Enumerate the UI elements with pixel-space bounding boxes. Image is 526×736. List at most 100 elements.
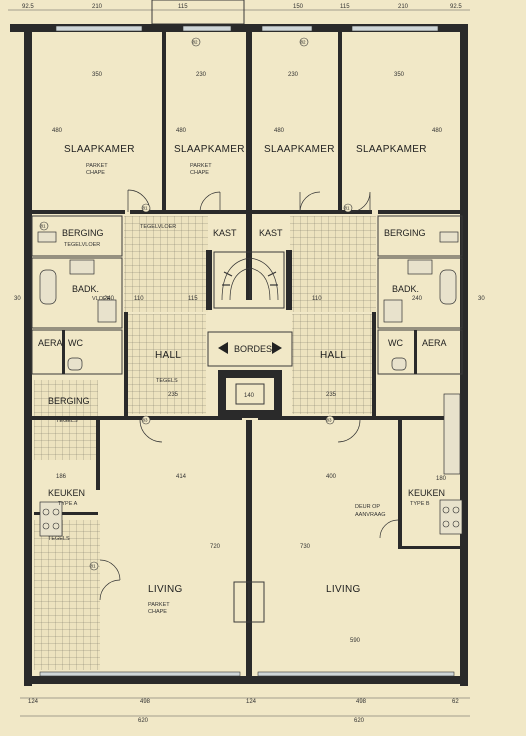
room-kast-right: KAST <box>259 228 283 238</box>
halls: HALL HALL TEGELS 235 235 <box>124 312 376 443</box>
room-hall-left: HALL <box>155 350 181 361</box>
dim-top-6: 115 <box>340 4 350 10</box>
tegels-lower-left: TEGELS <box>56 418 78 424</box>
room-slaapkamer-2: SLAAPKAMER <box>174 144 245 155</box>
dim-mid-5: 110 <box>134 296 144 302</box>
dim-kitchen-row-4: 180 <box>436 476 447 482</box>
room-slaapkamer-4: SLAAPKAMER <box>356 144 427 155</box>
room-wc-left: WC <box>68 338 83 348</box>
room-living-left: LIVING <box>148 584 183 595</box>
dim-mid-13: 30 <box>478 296 485 302</box>
dim-kitchen-row-3: 400 <box>326 474 337 480</box>
living-rooms: LIVING PARKET CHAPE LIVING 414 400 186 1… <box>56 474 447 644</box>
dim-top-2: 210 <box>92 4 103 10</box>
room-living-right: LIVING <box>326 584 361 595</box>
code-82-a: 82 <box>193 40 199 45</box>
room-aera-left: AERA <box>38 338 63 348</box>
dim-hall-left: 235 <box>168 392 179 398</box>
living-walls <box>32 416 462 676</box>
floor-label-chape-1: CHAPE <box>86 170 105 176</box>
dim-mid-9: 110 <box>312 296 322 302</box>
dim-bottom-total-left: 620 <box>138 718 149 724</box>
bedrooms: SLAAPKAMER SLAAPKAMER SLAAPKAMER SLAAPKA… <box>52 72 443 176</box>
dim-bottom-1: 124 <box>28 699 39 705</box>
code-81-a: 81 <box>41 224 47 229</box>
left-service-block <box>31 215 123 375</box>
dim-hall-right: 235 <box>326 392 337 398</box>
dim-bedroom-1-depth: 480 <box>52 128 63 134</box>
dim-bottom-3: 124 <box>246 699 257 705</box>
dim-bottom-4: 498 <box>356 699 367 705</box>
dim-top-7: 210 <box>398 4 409 10</box>
dim-top-8: 92.5 <box>450 4 462 10</box>
bedroom-walls <box>30 30 468 300</box>
code-81-b: 81 <box>143 206 149 211</box>
dim-bedroom-1-width: 350 <box>92 72 103 78</box>
dim-top-5: 150 <box>293 4 304 10</box>
door-code-markers: 81 81 81 83 83 82 82 81 <box>39 37 353 571</box>
dim-bottom-2: 498 <box>140 699 151 705</box>
lift-shaft: 140 <box>218 370 282 418</box>
tegelvloer-center: TEGELVLOER <box>140 224 176 230</box>
vloer-label: VLOER <box>92 296 111 302</box>
dim-bottom-5: 62 <box>452 699 459 705</box>
floor-label-chape-2: CHAPE <box>190 170 209 176</box>
stairwell <box>206 250 292 310</box>
bottom-dimension-line: 124 498 124 498 62 620 620 <box>20 697 470 724</box>
tegelvloer-left: TEGELVLOER <box>64 242 100 248</box>
code-82-b: 82 <box>301 40 307 45</box>
dim-living-depth-right: 730 <box>300 544 311 550</box>
bordes-label: BORDES <box>234 344 272 354</box>
room-aera-right: AERA <box>422 338 447 348</box>
dim-bedroom-2-width: 230 <box>196 72 207 78</box>
dim-mid-3: 240 <box>104 296 115 302</box>
dim-mid-1: 30 <box>14 296 21 302</box>
aanvraag-label: AANVRAAG <box>355 512 386 518</box>
room-berging-right: BERGING <box>384 228 426 238</box>
dim-bedroom-4-depth: 480 <box>432 128 443 134</box>
code-81-c: 81 <box>345 206 351 211</box>
tegels-kitchen-left: TEGELS <box>48 536 70 542</box>
windows-bottom <box>39 671 455 677</box>
dim-lift: 140 <box>244 393 255 399</box>
room-wc-right: WC <box>388 338 403 348</box>
middle-dimension-row: 30 240 110 115 110 240 30 <box>14 296 485 302</box>
windows-top <box>55 25 439 32</box>
kitchens: KEUKEN TYPE A TEGELS KEUKEN TYPE B DEUR … <box>39 393 463 542</box>
room-keuken-left: KEUKEN <box>48 488 85 498</box>
top-dimension-line: 92.5 210 115 150 115 210 92.5 <box>8 4 470 11</box>
type-b-label: TYPE B <box>410 501 430 507</box>
dim-living-width: 590 <box>350 638 361 644</box>
floor-label-parket-1: PARKET <box>86 163 108 169</box>
dim-bedroom-4-width: 350 <box>394 72 405 78</box>
dim-mid-7: 115 <box>188 296 198 302</box>
service-labels: BERGING TEGELVLOER TEGELVLOER KAST KAST … <box>38 224 447 424</box>
code-83-b: 83 <box>327 418 333 423</box>
dim-bottom-total-right: 620 <box>354 718 365 724</box>
dim-living-depth-left: 720 <box>210 544 221 550</box>
dim-kitchen-row-1: 186 <box>56 474 67 480</box>
room-hall-right: HALL <box>320 350 346 361</box>
right-service-block <box>377 215 463 375</box>
bedroom-doors <box>127 189 371 213</box>
room-badk-left: BADK. <box>72 284 99 294</box>
type-a-label: TYPE A <box>58 501 78 507</box>
room-slaapkamer-1: SLAAPKAMER <box>64 144 135 155</box>
dim-mid-11: 240 <box>412 296 423 302</box>
living-chape: CHAPE <box>148 609 167 615</box>
room-slaapkamer-3: SLAAPKAMER <box>264 144 335 155</box>
floor-label-parket-2: PARKET <box>190 163 212 169</box>
landing-bordes: BORDES <box>207 331 293 367</box>
room-badk-right: BADK. <box>392 284 419 294</box>
code-83-a: 83 <box>143 418 149 423</box>
dim-top-1: 92.5 <box>22 4 34 10</box>
exterior-walls <box>10 24 468 686</box>
deur-op-label: DEUR OP <box>355 504 380 510</box>
dim-bedroom-2-depth: 480 <box>176 128 187 134</box>
room-berging-lower: BERGING <box>48 396 90 406</box>
room-kast-left: KAST <box>213 228 237 238</box>
room-keuken-right: KEUKEN <box>408 488 445 498</box>
dim-bedroom-3-depth: 480 <box>274 128 285 134</box>
dim-top-3: 115 <box>178 4 188 10</box>
